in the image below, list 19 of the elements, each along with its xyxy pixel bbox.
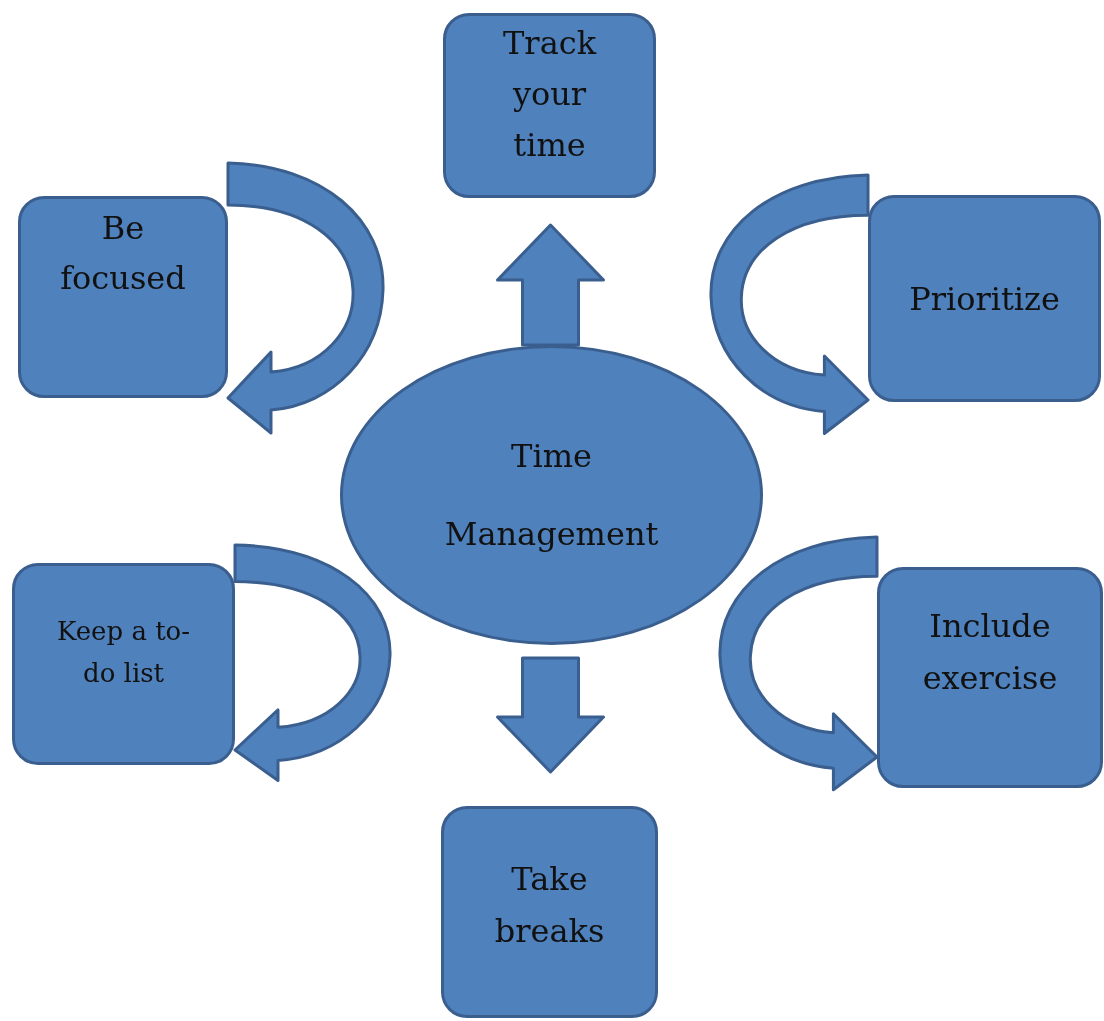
curved-arrow	[233, 543, 392, 782]
curved-arrow	[226, 161, 385, 435]
tip-box	[12, 563, 235, 765]
curved-arrow	[709, 173, 870, 435]
tip-box	[18, 196, 228, 398]
node-label: Keep a to-do list	[55, 615, 192, 690]
block-arrow	[496, 656, 605, 774]
tip-box	[868, 195, 1101, 402]
node-label: Be focused	[59, 208, 187, 299]
tip-box	[877, 567, 1103, 788]
node-label: Include exercise	[921, 606, 1059, 699]
node-label: Track your time	[502, 23, 598, 166]
curved-arrow	[718, 535, 879, 792]
node-label: Prioritize	[909, 278, 1060, 320]
node-label: Take breaks	[493, 859, 606, 952]
block-arrow	[496, 223, 605, 347]
node-label: Time Management	[443, 436, 660, 555]
tip-box	[443, 13, 656, 198]
tip-box	[441, 806, 658, 1018]
